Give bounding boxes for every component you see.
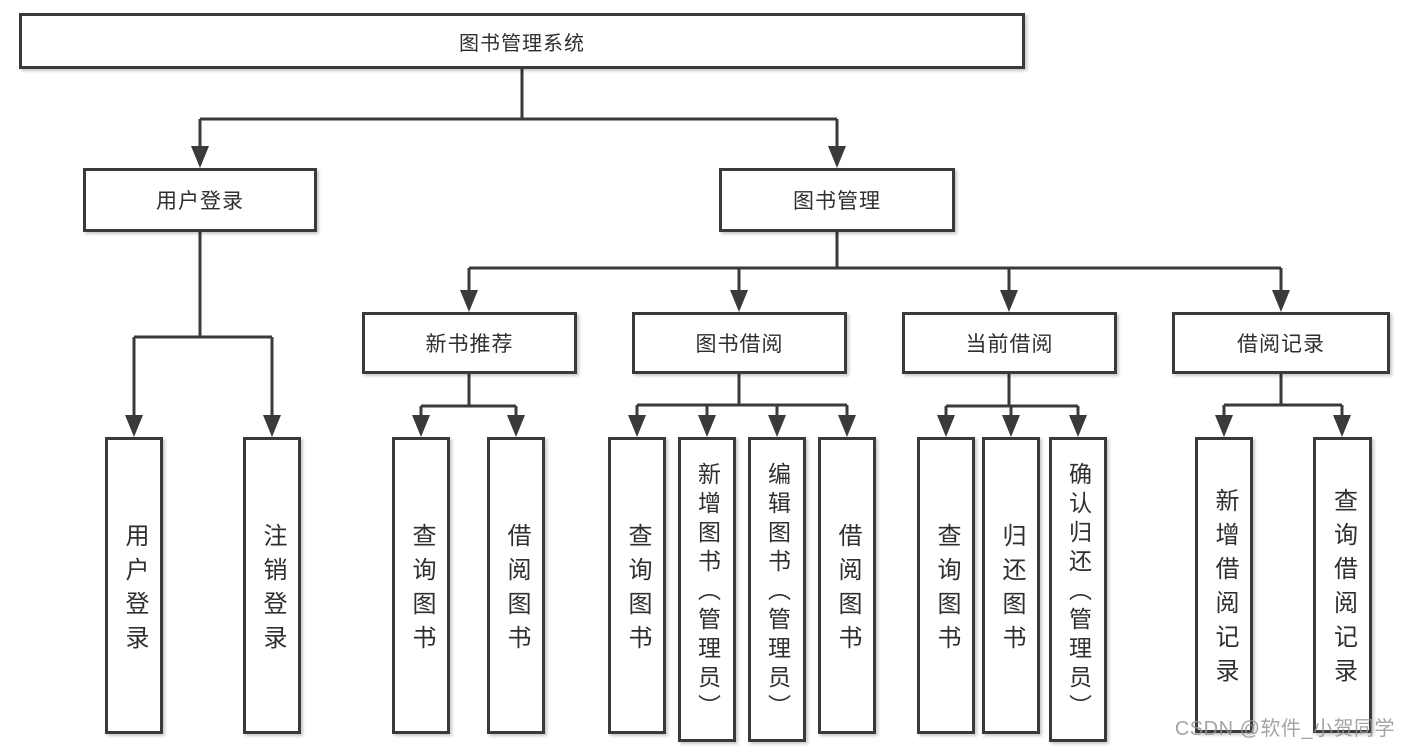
leaf-query-books-current: 查询图书 bbox=[917, 437, 975, 734]
leaf-user-login: 用户登录 bbox=[105, 437, 163, 734]
node-borrowing-records: 借阅记录 bbox=[1172, 312, 1390, 374]
leaf-borrow-books-borrowing: 借阅图书 bbox=[818, 437, 876, 734]
leaf-return-books-label: 归还图书 bbox=[998, 522, 1025, 659]
leaf-query-books-borrowing-label: 查询图书 bbox=[624, 522, 651, 659]
leaf-borrow-books-recommend-label: 借阅图书 bbox=[503, 522, 530, 659]
node-book-management: 图书管理 bbox=[719, 168, 955, 232]
leaf-edit-books-admin-label: 编辑图书（管理员） bbox=[764, 462, 791, 723]
leaf-edit-books-admin: 编辑图书（管理员） bbox=[748, 437, 806, 742]
leaf-query-borrow-record-label: 查询借阅记录 bbox=[1329, 488, 1357, 692]
leaf-confirm-return-admin-label: 确认归还（管理员） bbox=[1065, 462, 1092, 723]
leaf-query-books-recommend: 查询图书 bbox=[392, 437, 450, 734]
leaf-query-books-borrowing: 查询图书 bbox=[608, 437, 666, 734]
leaf-query-books-current-label: 查询图书 bbox=[933, 522, 960, 659]
leaf-user-login-label: 用户登录 bbox=[121, 522, 148, 659]
leaf-confirm-return-admin: 确认归还（管理员） bbox=[1049, 437, 1107, 742]
leaf-logout-label: 注销登录 bbox=[259, 522, 286, 659]
node-current-borrowing: 当前借阅 bbox=[902, 312, 1117, 374]
node-new-book-recommend: 新书推荐 bbox=[362, 312, 577, 374]
leaf-add-borrow-record: 新增借阅记录 bbox=[1195, 437, 1253, 733]
node-book-borrowing: 图书借阅 bbox=[632, 312, 847, 374]
leaf-query-books-recommend-label: 查询图书 bbox=[408, 522, 435, 659]
leaf-borrow-books-borrowing-label: 借阅图书 bbox=[834, 522, 861, 659]
node-system-root: 图书管理系统 bbox=[19, 13, 1025, 69]
leaf-logout: 注销登录 bbox=[243, 437, 301, 734]
leaf-add-books-admin: 新增图书（管理员） bbox=[678, 437, 736, 742]
leaf-add-books-admin-label: 新增图书（管理员） bbox=[694, 462, 721, 723]
leaf-query-borrow-record: 查询借阅记录 bbox=[1313, 437, 1372, 733]
leaf-add-borrow-record-label: 新增借阅记录 bbox=[1211, 488, 1238, 692]
leaf-return-books: 归还图书 bbox=[982, 437, 1040, 734]
node-user-login: 用户登录 bbox=[83, 168, 317, 232]
leaf-borrow-books-recommend: 借阅图书 bbox=[487, 437, 545, 734]
watermark-text: CSDN @软件_小贺同学 bbox=[1174, 718, 1395, 740]
